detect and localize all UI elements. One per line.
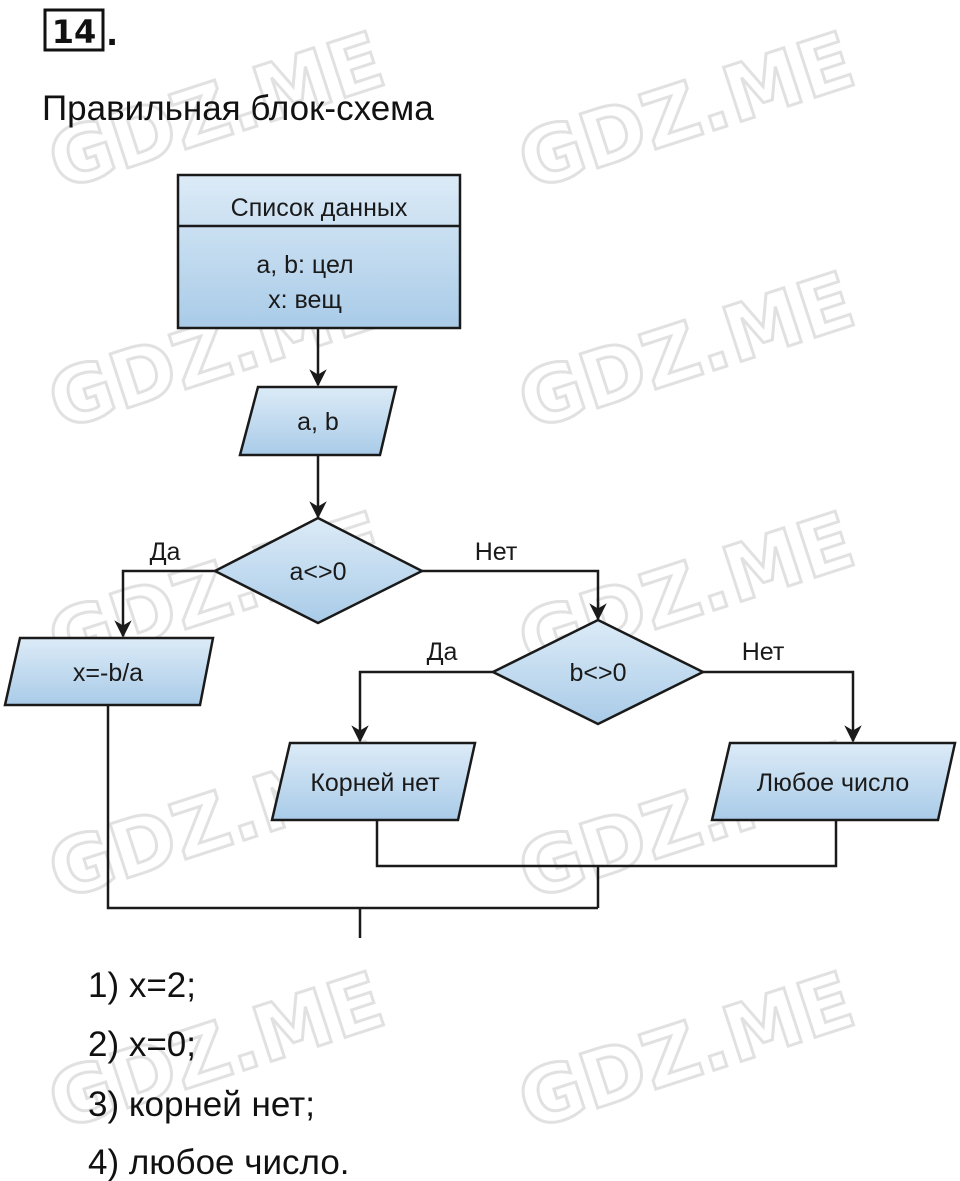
arrow-yes	[114, 569, 215, 638]
assign-text: x=-b/a	[73, 659, 143, 687]
svg-text:GDZ.ME: GDZ.ME	[508, 956, 865, 1148]
merge-line	[106, 705, 598, 910]
data-block	[176, 173, 462, 330]
output-any-number	[710, 741, 957, 822]
condition-b-text: b<>0	[569, 659, 626, 687]
condition-a-yes: Да	[150, 538, 181, 566]
arrow-yes	[351, 670, 493, 743]
output-no-roots-text: Корней нет	[310, 769, 440, 797]
data-block-header: Список данных	[231, 194, 408, 222]
condition-b	[490, 618, 706, 726]
answer-3: 3) корней нет;	[88, 1085, 315, 1124]
condition-b-yes: Да	[427, 638, 458, 666]
answer-1: 1) x=2;	[88, 966, 196, 1005]
input-block	[238, 385, 398, 457]
task-number: 14	[52, 13, 97, 51]
condition-a-no: Нет	[475, 538, 518, 566]
output-no-roots	[270, 741, 477, 822]
output-any-number-text: Любое число	[757, 769, 910, 797]
task-number-box	[43, 8, 105, 52]
condition-a-text: a<>0	[289, 558, 346, 586]
answer-4: 4) любое число.	[88, 1143, 350, 1181]
input-text: a, b	[297, 408, 339, 436]
task-number-dot: .	[106, 15, 118, 53]
condition-a	[212, 516, 425, 625]
data-block-line2: x: вещ	[268, 286, 342, 314]
answer-2: 2) x=0;	[88, 1025, 196, 1064]
arrow-no	[422, 569, 607, 621]
title: Правильная блок-схема	[42, 89, 434, 128]
assign-block	[3, 636, 215, 707]
data-block-line1: a, b: цел	[256, 251, 353, 279]
merge-line	[375, 820, 838, 868]
condition-b-no: Нет	[742, 638, 785, 666]
svg-text:GDZ.ME: GDZ.ME	[508, 256, 865, 448]
arrow-no	[703, 670, 862, 743]
svg-text:GDZ.ME: GDZ.ME	[508, 16, 865, 208]
